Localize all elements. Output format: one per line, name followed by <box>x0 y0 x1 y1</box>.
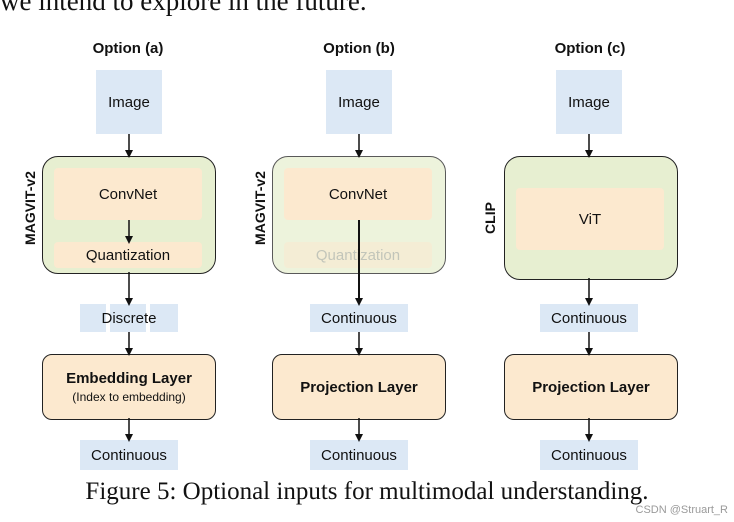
option-b-encoder-label: MAGVIT-v2 <box>252 171 268 245</box>
option-c-encoder-label: CLIP <box>482 202 498 234</box>
option-b-title: Option (b) <box>323 40 395 57</box>
option-a-image-label: Image <box>108 93 150 111</box>
option-a-discrete-segment <box>150 304 178 332</box>
option-b-convnet-label: ConvNet <box>328 185 388 203</box>
option-b-final-box: Continuous <box>310 440 408 470</box>
option-c-image-label: Image <box>568 93 610 111</box>
option-c-projection-layer: Projection Layer <box>504 354 678 420</box>
option-a-encoder-label: MAGVIT-v2 <box>22 171 38 245</box>
option-c-final-box: Continuous <box>540 440 638 470</box>
option-b-convnet-box: ConvNet <box>284 168 432 220</box>
option-a-final-label: Continuous <box>91 446 167 464</box>
option-c-final-label: Continuous <box>551 446 627 464</box>
option-c-vit-box: ViT <box>516 188 664 250</box>
option-a-embedding-label: Embedding Layer <box>66 370 192 387</box>
option-a-discrete-segment <box>110 304 146 332</box>
option-c-continuous-label: Continuous <box>551 309 627 327</box>
option-a-convnet-box: ConvNet <box>54 168 202 220</box>
option-b-projection-layer: Projection Layer <box>272 354 446 420</box>
option-b-projection-label: Projection Layer <box>300 378 418 396</box>
option-a-convnet-label: ConvNet <box>98 185 158 203</box>
option-a-embedding-sub: (Index to embedding) <box>72 390 186 404</box>
option-b-quantization-label: Quantization <box>315 246 401 264</box>
option-b-continuous-label: Continuous <box>321 309 397 327</box>
option-a-discrete-segment <box>80 304 106 332</box>
watermark: CSDN @Struart_R <box>635 504 728 516</box>
option-b-final-label: Continuous <box>321 446 397 464</box>
option-a-discrete-box: Discrete <box>80 304 178 332</box>
option-a-final-box: Continuous <box>80 440 178 470</box>
option-a-quantization-label: Quantization <box>85 246 171 264</box>
option-b-image-box: Image <box>326 70 392 134</box>
option-a-discrete-label: Discrete <box>101 309 157 327</box>
option-b-continuous-box: Continuous <box>310 304 408 332</box>
option-c-continuous-box: Continuous <box>540 304 638 332</box>
option-a-embedding-layer: Embedding Layer (Index to embedding) <box>42 354 216 420</box>
option-c-vit-label: ViT <box>578 210 602 228</box>
option-c-title: Option (c) <box>554 40 626 57</box>
option-c-projection-label: Projection Layer <box>532 378 650 396</box>
figure-caption: Figure 5: Optional inputs for multimodal… <box>85 478 649 505</box>
option-a-image-box: Image <box>96 70 162 134</box>
option-b-image-label: Image <box>338 93 380 111</box>
top-partial-text: we intend to explore in the future. <box>0 0 367 16</box>
option-a-quantization-box: Quantization <box>54 242 202 268</box>
option-c-image-box: Image <box>556 70 622 134</box>
option-b-quantization-box: Quantization <box>284 242 432 268</box>
option-a-title: Option (a) <box>92 40 164 57</box>
